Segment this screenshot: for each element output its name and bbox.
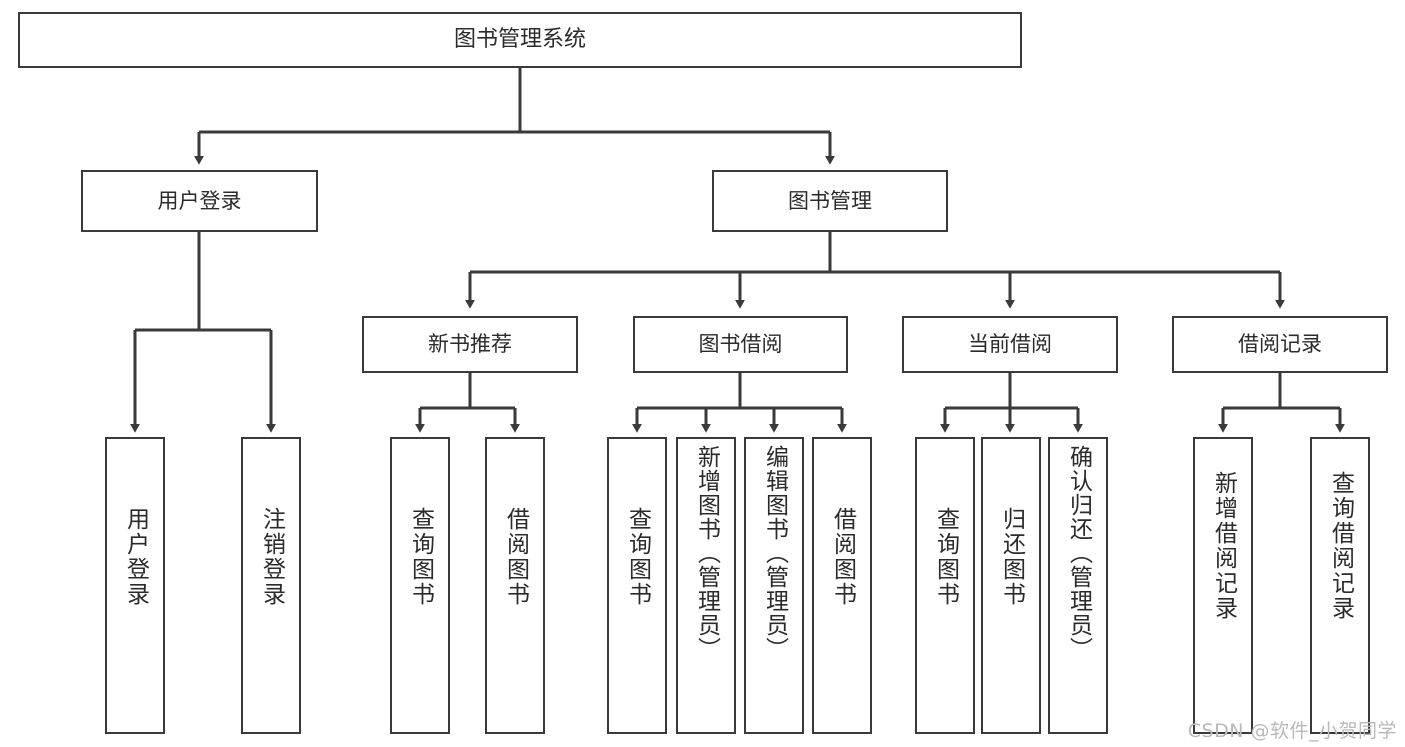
node-label: 图书管理系统 (453, 27, 586, 53)
leaf-query-borrow-record[interactable]: 查询借阅记录 (1310, 437, 1370, 734)
node-label: 确认归还（管理员） (1065, 445, 1092, 661)
node-label: 图书借阅 (698, 332, 783, 357)
node-new-book-recommend[interactable]: 新书推荐 (362, 316, 578, 373)
node-label: 借阅图书 (502, 507, 529, 607)
node-label: 归还图书 (998, 507, 1025, 607)
node-user-login[interactable]: 用户登录 (81, 170, 318, 232)
leaf-edit-book-admin[interactable]: 编辑图书（管理员） (744, 437, 804, 734)
leaf-borrow-book-2[interactable]: 借阅图书 (812, 437, 872, 734)
node-label: 新增借阅记录 (1210, 471, 1237, 621)
node-label: 查询图书 (624, 507, 651, 607)
node-label: 编辑图书（管理员） (761, 445, 788, 661)
node-current-borrow[interactable]: 当前借阅 (902, 316, 1118, 373)
node-book-borrow[interactable]: 图书借阅 (633, 316, 848, 373)
leaf-return-book[interactable]: 归还图书 (981, 437, 1041, 734)
node-label: 注销登录 (258, 507, 285, 607)
leaf-borrow-book-1[interactable]: 借阅图书 (485, 437, 545, 734)
leaf-user-login[interactable]: 用户登录 (105, 437, 165, 734)
leaf-user-logout[interactable]: 注销登录 (241, 437, 301, 734)
node-label: 查询图书 (407, 507, 434, 607)
node-label: 借阅图书 (829, 507, 856, 607)
node-label: 用户登录 (122, 507, 149, 607)
leaf-query-book-1[interactable]: 查询图书 (390, 437, 450, 734)
node-borrow-record[interactable]: 借阅记录 (1172, 316, 1388, 373)
node-label: 用户登录 (157, 188, 242, 213)
node-book-management[interactable]: 图书管理 (712, 170, 948, 232)
leaf-confirm-return-admin[interactable]: 确认归还（管理员） (1048, 437, 1108, 734)
leaf-add-borrow-record[interactable]: 新增借阅记录 (1193, 437, 1253, 734)
node-root-system[interactable]: 图书管理系统 (18, 12, 1022, 68)
leaf-query-book-3[interactable]: 查询图书 (915, 437, 975, 734)
node-label: 当前借阅 (968, 332, 1052, 357)
node-label: 查询图书 (932, 507, 959, 607)
leaf-query-book-2[interactable]: 查询图书 (607, 437, 667, 734)
node-label: 新增图书（管理员） (693, 445, 720, 661)
node-label: 借阅记录 (1238, 332, 1322, 357)
node-label: 新书推荐 (428, 332, 512, 357)
leaf-add-book-admin[interactable]: 新增图书（管理员） (676, 437, 736, 734)
node-label: 图书管理 (788, 188, 872, 213)
node-label: 查询借阅记录 (1327, 471, 1354, 621)
